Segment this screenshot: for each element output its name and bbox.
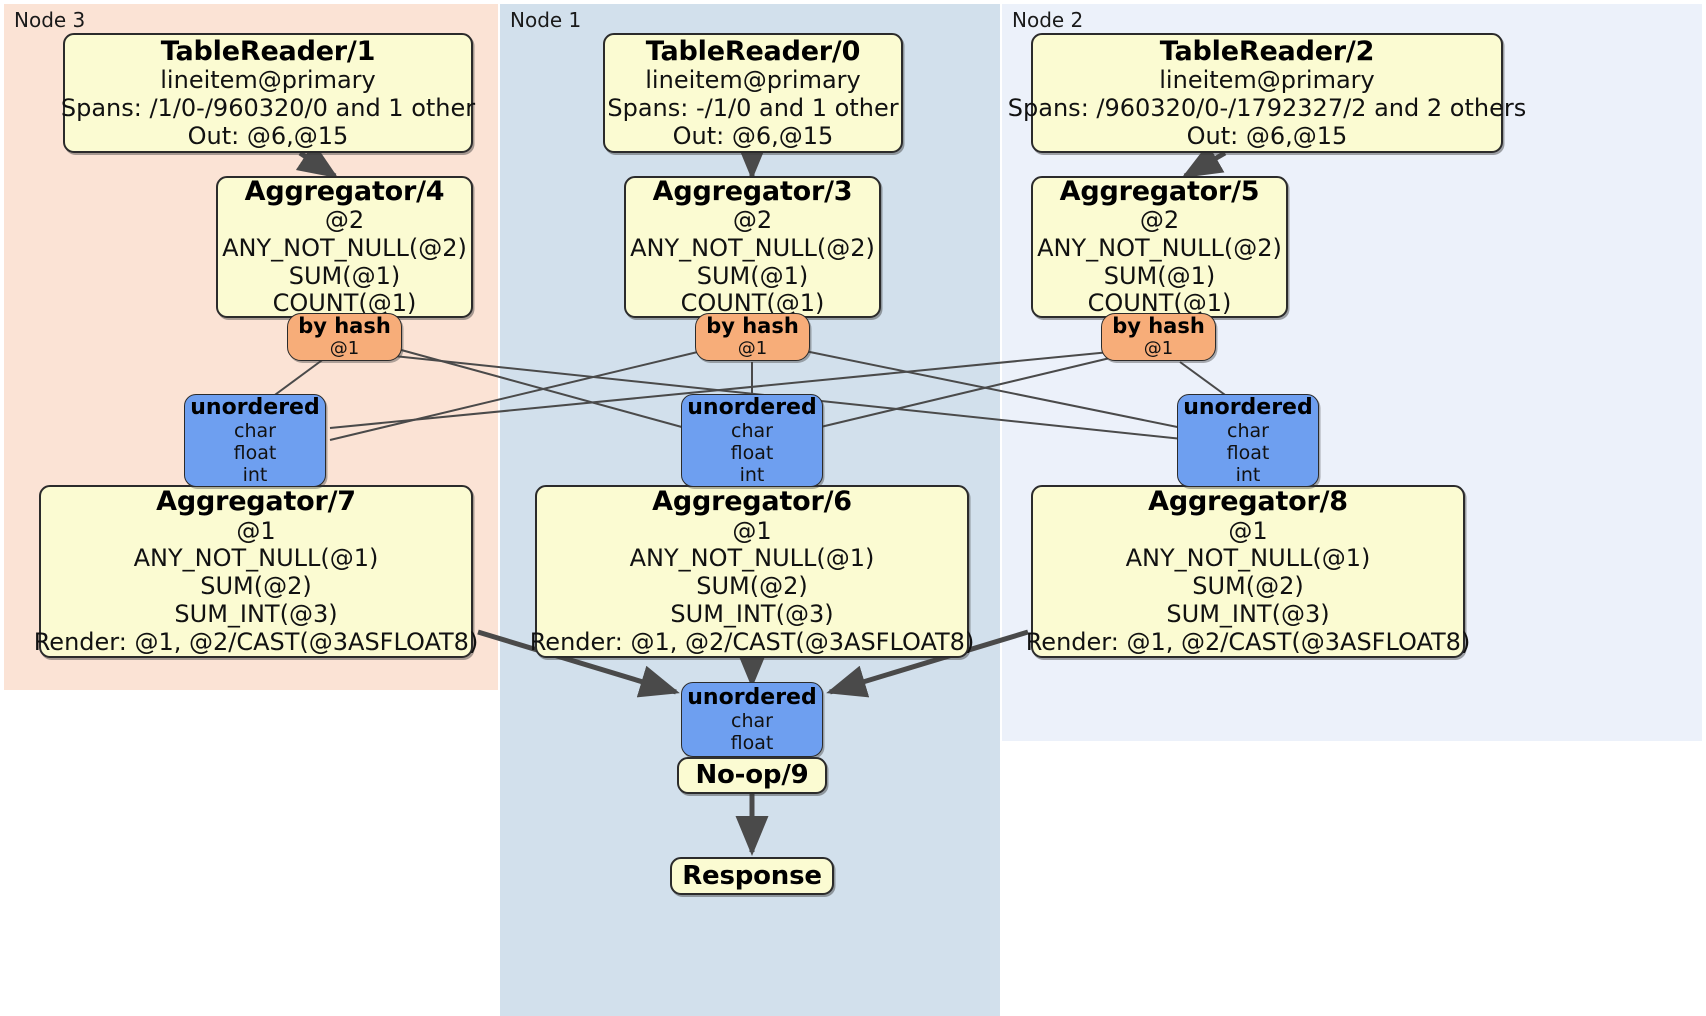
node-line-render: Render: @1, @2/CAST(@3ASFLOAT8) <box>529 627 975 656</box>
node-title: Aggregator/3 <box>652 175 853 207</box>
output-router-by-hash-left[interactable]: by hash @1 <box>287 313 402 361</box>
sync-title: unordered <box>1183 394 1313 420</box>
sync-title: unordered <box>687 684 817 710</box>
router-line: @1 <box>737 337 768 359</box>
sync-line: float <box>730 442 774 465</box>
node-line: Spans: -/1/0 and 1 other <box>607 93 899 122</box>
node-line: ANY_NOT_NULL(@1) <box>133 544 379 573</box>
node-title: Aggregator/8 <box>1148 486 1348 518</box>
node-line: @2 <box>732 206 773 234</box>
node-line: @1 <box>732 516 772 545</box>
panel-node-2-label: Node 2 <box>1012 8 1084 32</box>
node-title: TableReader/1 <box>160 35 376 67</box>
sync-line: float <box>1226 442 1270 465</box>
sync-line: int <box>242 464 268 487</box>
sync-line: char <box>1227 420 1269 443</box>
node-line: COUNT(@1) <box>1087 289 1232 318</box>
node-line: SUM(@2) <box>1192 572 1304 601</box>
node-title: TableReader/2 <box>1159 35 1375 67</box>
node-title: Aggregator/5 <box>1059 175 1260 207</box>
sync-line: char <box>234 420 276 443</box>
node-line: SUM(@1) <box>696 261 809 290</box>
node-line: SUM(@1) <box>288 261 401 290</box>
router-title: by hash <box>298 314 391 339</box>
node-line: Out: @6,@15 <box>672 121 834 150</box>
sync-title: unordered <box>190 394 320 420</box>
node-line-render: Render: @1, @2/CAST(@3ASFLOAT8) <box>33 627 479 656</box>
node-aggregator-3[interactable]: Aggregator/3 @2 ANY_NOT_NULL(@2) SUM(@1)… <box>624 176 881 318</box>
node-line: ANY_NOT_NULL(@2) <box>630 233 875 262</box>
node-title: No-op/9 <box>695 760 809 791</box>
node-line: SUM(@2) <box>200 572 312 601</box>
sync-line: int <box>739 464 765 487</box>
node-line: @2 <box>1139 206 1180 234</box>
sync-line: char <box>731 420 773 443</box>
sync-title: unordered <box>687 394 817 420</box>
node-line: SUM(@2) <box>696 572 808 601</box>
node-line: ANY_NOT_NULL(@2) <box>222 233 467 262</box>
node-line: ANY_NOT_NULL(@1) <box>1125 544 1371 573</box>
output-router-by-hash-right[interactable]: by hash @1 <box>1101 313 1216 361</box>
node-line: ANY_NOT_NULL(@2) <box>1037 233 1282 262</box>
sync-line: float <box>730 732 774 755</box>
node-tablereader-0[interactable]: TableReader/0 lineitem@primary Spans: -/… <box>603 33 903 153</box>
node-line: lineitem@primary <box>160 65 376 94</box>
node-line: Spans: /1/0-/960320/0 and 1 other <box>60 93 476 122</box>
router-line: @1 <box>1143 337 1174 359</box>
node-line: lineitem@primary <box>1159 65 1375 94</box>
node-title: Aggregator/7 <box>156 486 356 518</box>
node-line: SUM_INT(@3) <box>670 600 834 629</box>
panel-node-3-label: Node 3 <box>14 8 86 32</box>
router-line: @1 <box>329 337 360 359</box>
node-aggregator-5[interactable]: Aggregator/5 @2 ANY_NOT_NULL(@2) SUM(@1)… <box>1031 176 1288 318</box>
node-line: SUM_INT(@3) <box>174 600 338 629</box>
panel-node-1-label: Node 1 <box>510 8 582 32</box>
node-aggregator-6[interactable]: Aggregator/6 @1 ANY_NOT_NULL(@1) SUM(@2)… <box>530 485 974 658</box>
node-title: Response <box>682 860 822 891</box>
output-router-by-hash-mid[interactable]: by hash @1 <box>695 313 810 361</box>
node-aggregator-8[interactable]: Aggregator/8 @1 ANY_NOT_NULL(@1) SUM(@2)… <box>1026 485 1470 658</box>
node-line: COUNT(@1) <box>680 289 825 318</box>
node-line: SUM(@1) <box>1103 261 1216 290</box>
synchronizer-unordered-final[interactable]: unordered char float <box>681 682 823 757</box>
node-line: Out: @6,@15 <box>1186 121 1348 150</box>
sync-line: char <box>731 710 773 733</box>
synchronizer-unordered-right[interactable]: unordered char float int <box>1177 394 1319 487</box>
node-aggregator-7[interactable]: Aggregator/7 @1 ANY_NOT_NULL(@1) SUM(@2)… <box>34 485 478 658</box>
node-tablereader-1[interactable]: TableReader/1 lineitem@primary Spans: /1… <box>60 33 476 153</box>
sync-line: int <box>1235 464 1261 487</box>
node-line: Out: @6,@15 <box>187 121 349 150</box>
node-no-op-9[interactable]: No-op/9 <box>677 757 827 794</box>
node-line: lineitem@primary <box>645 65 861 94</box>
node-line: Spans: /960320/0-/1792327/2 and 2 others <box>1007 93 1527 122</box>
node-line: @1 <box>1228 516 1268 545</box>
node-title: Aggregator/6 <box>652 486 852 518</box>
router-title: by hash <box>1112 314 1205 339</box>
sync-line: float <box>233 442 277 465</box>
synchronizer-unordered-mid[interactable]: unordered char float int <box>681 394 823 487</box>
node-title: TableReader/0 <box>645 35 861 67</box>
node-tablereader-2[interactable]: TableReader/2 lineitem@primary Spans: /9… <box>1008 33 1526 153</box>
node-line: SUM_INT(@3) <box>1166 600 1330 629</box>
node-line-render: Render: @1, @2/CAST(@3ASFLOAT8) <box>1025 627 1471 656</box>
node-line: COUNT(@1) <box>272 289 417 318</box>
node-line: @2 <box>324 206 365 234</box>
node-line: @1 <box>236 516 276 545</box>
node-response[interactable]: Response <box>670 857 834 895</box>
node-aggregator-4[interactable]: Aggregator/4 @2 ANY_NOT_NULL(@2) SUM(@1)… <box>216 176 473 318</box>
node-line: ANY_NOT_NULL(@1) <box>629 544 875 573</box>
node-title: Aggregator/4 <box>244 175 445 207</box>
router-title: by hash <box>706 314 799 339</box>
synchronizer-unordered-left[interactable]: unordered char float int <box>184 394 326 487</box>
